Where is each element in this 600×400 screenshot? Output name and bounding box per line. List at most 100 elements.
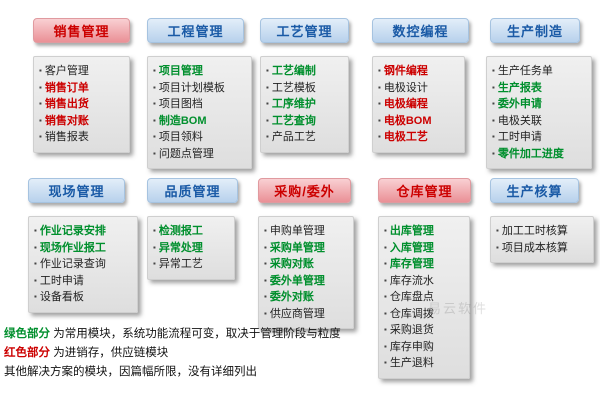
module-group-production: 生产制造 ▪生产任务单▪生产报表▪委外申请▪电极关联▪工时申请▪零件加工进度 [486,18,592,169]
group-list-engineering: ▪项目管理▪项目计划模板▪项目图档▪制造BOM▪项目领料▪问题点管理 [147,56,252,169]
module-item: ▪销售出货 [39,96,126,113]
legend-green-label: 绿色部分 [4,328,50,340]
bullet-icon: ▪ [384,275,387,285]
module-item: ▪零件加工进度 [492,146,588,163]
module-item: ▪库存申购 [384,339,466,356]
module-item-label: 委外申请 [497,98,542,110]
bullet-icon: ▪ [153,226,156,235]
bullet-icon: ▪ [153,99,156,108]
module-item: ▪销售对账 [39,113,126,130]
module-item: ▪委外申请 [492,96,588,113]
bullet-icon: ▪ [34,242,37,252]
bullet-icon: ▪ [384,341,387,351]
module-item: ▪工时申请 [34,273,134,290]
module-item-label: 异常处理 [158,241,203,254]
module-item-label: 委外单管理 [269,274,325,287]
bullet-icon: ▪ [384,358,387,367]
module-item-label: 工艺模板 [271,81,316,94]
module-item: ▪项目图档 [153,96,248,113]
module-item-label: 工艺编制 [271,65,316,77]
module-item: ▪工序维护 [266,96,345,113]
group-list-craft: ▪工艺编制▪工艺模板▪工序维护▪工艺查询▪产品工艺 [260,56,349,153]
bullet-icon: ▪ [492,82,495,92]
group-header-cnc-programming: 数控编程 [372,18,469,43]
bullet-icon: ▪ [264,275,267,285]
bullet-icon: ▪ [153,259,156,268]
module-item-label: 仓库盘点 [389,291,434,303]
module-group-cnc-programming: 数控编程 ▪钢件编程▪电极设计▪电极编程▪电极BOM▪电极工艺 [372,18,469,153]
legend-other-text: 其他解决方案的模块，因篇幅所限，没有详细列出 [4,366,257,378]
module-item: ▪项目领料 [153,129,248,146]
module-item: ▪工时申请 [492,129,588,146]
bullet-icon: ▪ [378,82,381,92]
module-item-label: 电极BOM [383,114,432,127]
module-item-label: 申购单管理 [269,225,325,237]
module-item: ▪供应商管理 [264,306,350,323]
module-item-label: 项目计划模板 [158,81,225,94]
module-item: ▪工艺查询 [266,113,345,130]
module-item-label: 电极设计 [383,81,428,94]
module-item: ▪电极BOM [378,113,461,130]
module-item-label: 电极关联 [497,114,542,127]
group-header-production: 生产制造 [490,18,580,43]
bullet-icon: ▪ [492,132,495,141]
bullet-icon: ▪ [264,242,267,252]
bullet-icon: ▪ [153,115,156,125]
module-item-label: 工时申请 [39,274,84,287]
module-item-label: 客户管理 [44,65,89,77]
module-item: ▪钢件编程 [378,63,461,80]
module-item-label: 检测报工 [158,225,203,237]
bullet-icon: ▪ [492,66,495,75]
module-item: ▪采购退货 [384,322,466,339]
group-list-quality: ▪检测报工▪异常处理▪异常工艺 [147,216,235,280]
bullet-icon: ▪ [34,259,37,268]
bullet-icon: ▪ [34,292,37,301]
group-list-costing: ▪加工工时核算▪项目成本核算 [490,216,594,263]
module-item-label: 销售报表 [44,131,89,143]
bullet-icon: ▪ [264,308,267,318]
module-item: ▪出库管理 [384,223,466,240]
bullet-icon: ▪ [378,115,381,125]
module-item-label: 生产报表 [497,81,542,94]
bullet-icon: ▪ [496,226,499,235]
bullet-icon: ▪ [34,275,37,285]
module-item-label: 库存管理 [389,258,434,270]
group-list-purchase-outsource: ▪申购单管理▪采购单管理▪采购对账▪委外单管理▪委外对账▪供应商管理 [258,216,354,329]
module-item-label: 作业记录安排 [39,225,106,237]
bullet-icon: ▪ [34,226,37,235]
module-item: ▪作业记录查询 [34,256,134,273]
module-item-label: 异常工艺 [158,258,203,270]
module-item: ▪项目管理 [153,63,248,80]
module-item: ▪仓库调拨 [384,306,466,323]
module-item-label: 销售对账 [44,114,89,127]
module-item-label: 委外对账 [269,291,314,303]
group-header-quality: 品质管理 [147,178,238,203]
module-item: ▪检测报工 [153,223,231,240]
module-item-label: 生产退料 [389,357,434,369]
module-item: ▪电极设计 [378,80,461,97]
legend-line-red: 红色部分 为进销存，供应链模块 [4,344,341,363]
module-item: ▪库存流水 [384,273,466,290]
group-list-warehouse: ▪出库管理▪入库管理▪库存管理▪库存流水▪仓库盘点▪仓库调拨▪采购退货▪库存申购… [378,216,470,379]
module-item-label: 产品工艺 [271,131,316,143]
bullet-icon: ▪ [496,242,499,252]
bullet-icon: ▪ [266,115,269,125]
legend-line-other: 其他解决方案的模块，因篇幅所限，没有详细列出 [4,363,341,382]
module-group-sales: 销售管理 ▪客户管理▪销售订单▪销售出货▪销售对账▪销售报表 [33,18,130,153]
module-item: ▪采购对账 [264,256,350,273]
module-item: ▪采购单管理 [264,240,350,257]
bullet-icon: ▪ [39,82,42,92]
module-item-label: 项目领料 [158,131,203,143]
group-header-craft: 工艺管理 [260,18,349,43]
legend-line-green: 绿色部分 为常用模块，系统功能流程可变，取决于管理阶段与粒度 [4,325,341,344]
bullet-icon: ▪ [153,82,156,92]
watermark: 易云软件 [428,301,489,316]
module-item: ▪项目计划模板 [153,80,248,97]
bullet-icon: ▪ [266,132,269,141]
module-item: ▪现场作业报工 [34,240,134,257]
group-header-engineering: 工程管理 [147,18,244,43]
module-item-label: 销售出货 [44,98,89,110]
module-item: ▪销售报表 [39,129,126,146]
group-list-cnc-programming: ▪钢件编程▪电极设计▪电极编程▪电极BOM▪电极工艺 [372,56,465,153]
